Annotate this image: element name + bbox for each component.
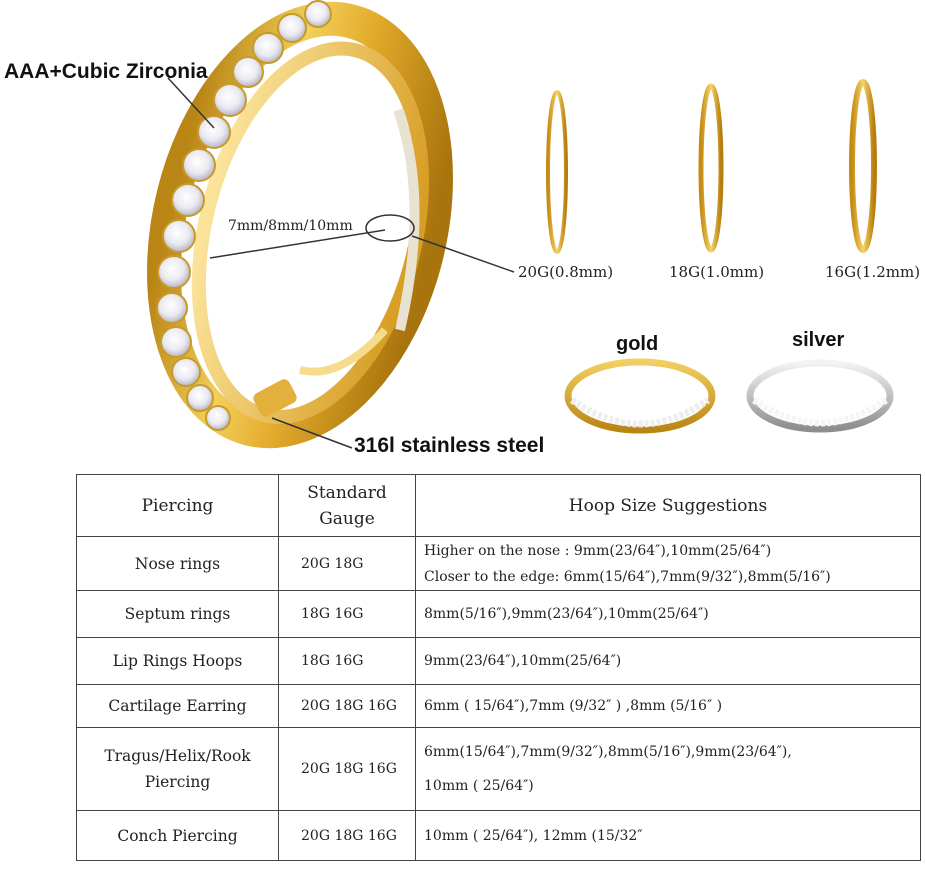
main-ring-illustration [147,0,515,449]
gauge-cell: 20G 18G 16G [278,684,416,728]
gauge-label-20g: 20G(0.8mm) [518,263,614,281]
gauge-cell: 18G 16G [278,590,416,638]
suggestion-cell: 10mm ( 25/64″), 12mm (15/32″ [415,810,921,861]
gold-ring-thumbnail [564,358,716,434]
gauge-cell: 18G 16G [278,637,416,685]
table-row: Conch Piercing 20G 18G 16G 10mm ( 25/64″… [76,810,921,861]
hoop-18g [698,83,724,253]
ring-hinge [393,108,420,332]
gauge-label-16g: 16G(1.2mm) [825,263,921,281]
gold-label: gold [616,333,659,355]
silver-ring-thumbnail [746,359,894,433]
table-row: Nose rings 20G 18G Higher on the nose : … [76,536,921,591]
table-header-row: Piercing Standard Gauge Hoop Size Sugges… [76,474,921,537]
hinge-clasp [253,379,297,417]
piercing-cell: Nose rings [76,536,279,591]
hoop-20g [546,90,568,254]
header-piercing: Piercing [76,474,279,537]
steel-leader-line [271,417,353,449]
color-rings [564,358,894,434]
suggestion-cell: Higher on the nose : 9mm(23/64″),10mm(25… [415,536,921,591]
table-row: Septum rings 18G 16G 8mm(5/16″),9mm(23/6… [76,590,921,638]
hoop-16g [849,79,877,253]
gauge-marker-ellipse [365,214,415,242]
piercing-cell: Cartilage Earring [76,684,279,728]
suggestion-cell: 6mm ( 15/64″),7mm (9/32″ ) ,8mm (5/16″ ) [415,684,921,728]
silver-label: silver [792,329,845,351]
gauge-hoops [546,79,877,254]
material-callout: 316l stainless steel [354,434,545,457]
stone-leader-line [167,77,215,129]
piercing-cell: Tragus/Helix/Rook Piercing [76,727,279,811]
diameter-line [209,229,386,259]
suggestion-cell: 9mm(23/64″),10mm(25/64″) [415,637,921,685]
gauge-cell: 20G 18G [278,536,416,591]
piercing-cell: Lip Rings Hoops [76,637,279,685]
diameter-callout: 7mm/8mm/10mm [228,218,353,234]
gauge-cell: 20G 18G 16G [278,727,416,811]
size-table: Piercing Standard Gauge Hoop Size Sugges… [76,474,921,861]
gauge-label-18g: 18G(1.0mm) [669,263,765,281]
stone-callout: AAA+Cubic Zirconia [4,60,208,83]
gauge-leader-line [411,235,515,273]
header-suggestions: Hoop Size Suggestions [415,474,921,537]
table-row: Cartilage Earring 20G 18G 16G 6mm ( 15/6… [76,684,921,728]
table-row: Tragus/Helix/Rook Piercing 20G 18G 16G 6… [76,727,921,811]
piercing-cell: Septum rings [76,590,279,638]
table-row: Lip Rings Hoops 18G 16G 9mm(23/64″),10mm… [76,637,921,685]
suggestion-cell: 6mm(15/64″),7mm(9/32″),8mm(5/16″),9mm(23… [415,727,921,811]
piercing-cell: Conch Piercing [76,810,279,861]
gauge-cell: 20G 18G 16G [278,810,416,861]
header-gauge: Standard Gauge [278,474,416,537]
suggestion-cell: 8mm(5/16″),9mm(23/64″),10mm(25/64″) [415,590,921,638]
zirconia-stones [156,0,332,431]
